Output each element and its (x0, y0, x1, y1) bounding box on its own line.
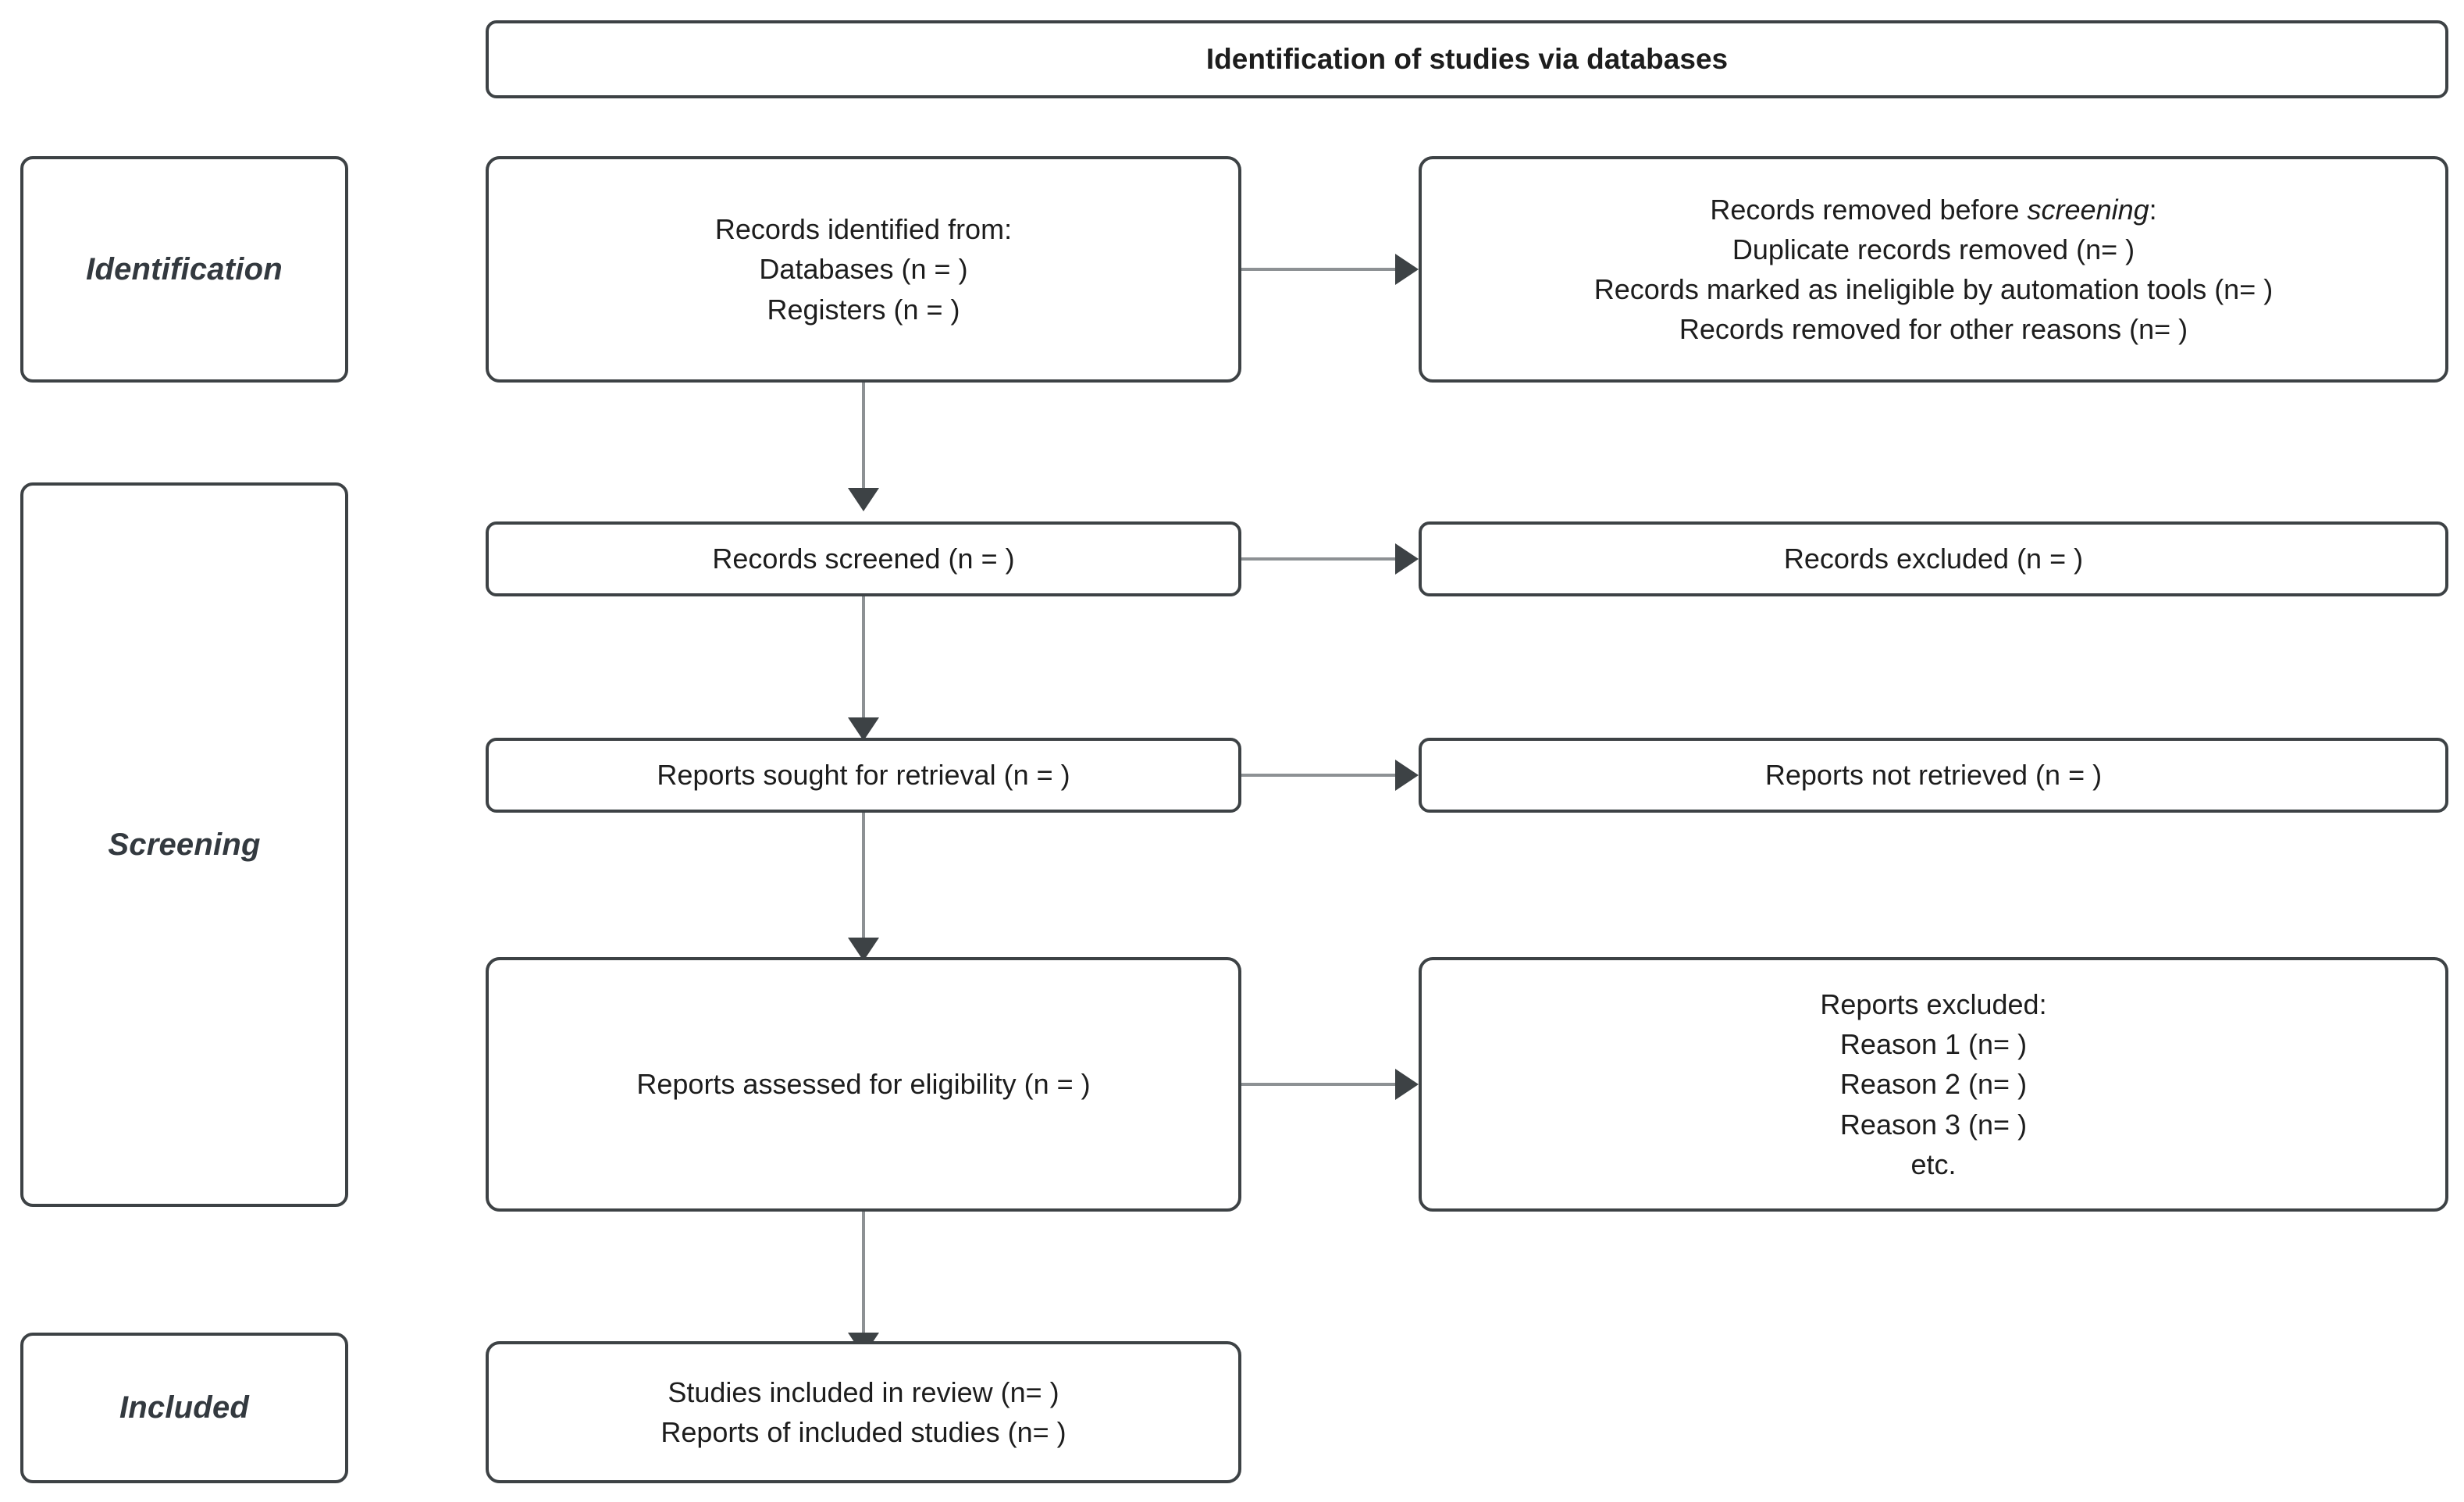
reports-excluded-reason-1: Reason 1 (n= ) (1839, 1028, 2028, 1061)
stage-label-included-text: Included (119, 1390, 250, 1425)
reports-excluded-etc: etc. (1910, 1148, 1957, 1180)
stage-label-screening: Screening (20, 482, 348, 1207)
connector-sought-to-not-retrieved (1241, 774, 1395, 777)
records-identified-line-2: Databases (n = ) (759, 253, 968, 286)
studies-included-content: Studies included in review (n= ) Reports… (503, 1372, 1224, 1452)
connector-assessed-to-included (862, 1212, 865, 1333)
stage-label-screening-text: Screening (108, 827, 261, 862)
connector-sought-to-assessed (862, 813, 865, 938)
connector-screened-to-sought (862, 596, 865, 717)
arrowhead-screened-to-excluded (1395, 543, 1419, 575)
studies-included-line-2: Reports of included studies (n= ) (661, 1416, 1066, 1448)
box-records-identified-from: Records identified from: Databases (n = … (486, 156, 1241, 383)
stage-label-included: Included (20, 1333, 348, 1483)
records-identified-from-content: Records identified from: Databases (n = … (503, 209, 1224, 329)
records-removed-content: Records removed before screening: Duplic… (1436, 190, 2431, 349)
records-removed-line-1: Duplicate records removed (n= ) (1732, 233, 2135, 265)
box-reports-assessed-for-eligibility: Reports assessed for eligibility (n = ) (486, 957, 1241, 1212)
box-records-screened: Records screened (n = ) (486, 521, 1241, 596)
records-removed-heading-prefix: Records removed before (1710, 193, 2028, 226)
records-removed-heading-italic: screening (2027, 193, 2149, 226)
reports-excluded-heading: Reports excluded: (1820, 988, 2047, 1021)
connector-assessed-to-excluded (1241, 1083, 1395, 1086)
reports-excluded-content: Reports excluded: Reason 1 (n= ) Reason … (1436, 984, 2431, 1184)
stage-label-identification: Identification (20, 156, 348, 383)
stage-label-identification-text: Identification (86, 251, 283, 287)
box-records-excluded: Records excluded (n = ) (1419, 521, 2448, 596)
arrowhead-identified-to-screened (848, 488, 879, 511)
records-removed-heading: Records removed before screening: (1436, 190, 2431, 230)
reports-excluded-reason-2: Reason 2 (n= ) (1839, 1068, 2028, 1101)
studies-included-line-1: Studies included in review (n= ) (668, 1376, 1059, 1408)
box-reports-not-retrieved: Reports not retrieved (n = ) (1419, 738, 2448, 813)
arrowhead-identified-to-removed (1395, 254, 1419, 285)
arrowhead-sought-to-not-retrieved (1395, 760, 1419, 791)
connector-identified-to-removed (1241, 268, 1395, 271)
box-reports-excluded-reasons: Reports excluded: Reason 1 (n= ) Reason … (1419, 957, 2448, 1212)
box-reports-sought-for-retrieval: Reports sought for retrieval (n = ) (486, 738, 1241, 813)
records-identified-line-1: Records identified from: (714, 213, 1013, 246)
connector-identified-to-screened (862, 383, 865, 488)
arrowhead-assessed-to-excluded (1395, 1069, 1419, 1100)
diagram-title-box: Identification of studies via databases (486, 20, 2448, 98)
reports-sought-text: Reports sought for retrieval (n = ) (657, 759, 1070, 792)
arrowhead-screened-to-sought (848, 717, 879, 741)
diagram-title-text: Identification of studies via databases (1205, 42, 1729, 75)
records-screened-text: Records screened (n = ) (712, 543, 1015, 575)
records-removed-line-2: Records marked as ineligible by automati… (1593, 273, 2274, 305)
reports-assessed-text: Reports assessed for eligibility (n = ) (636, 1068, 1091, 1101)
records-excluded-text: Records excluded (n = ) (1783, 543, 2084, 575)
records-removed-heading-suffix: : (2149, 193, 2157, 226)
records-identified-line-3: Registers (n = ) (767, 293, 960, 326)
reports-not-retrieved-text: Reports not retrieved (n = ) (1764, 759, 2103, 792)
reports-excluded-reason-3: Reason 3 (n= ) (1839, 1108, 2028, 1141)
records-removed-line-3: Records removed for other reasons (n= ) (1679, 313, 2188, 346)
connector-screened-to-excluded (1241, 557, 1395, 561)
box-records-removed-before-screening: Records removed before screening: Duplic… (1419, 156, 2448, 383)
box-studies-included-in-review: Studies included in review (n= ) Reports… (486, 1341, 1241, 1483)
